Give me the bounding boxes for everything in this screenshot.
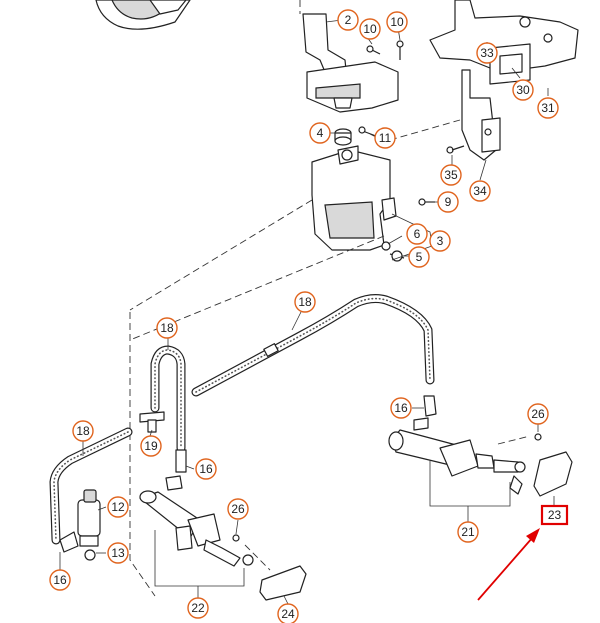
callout-19: 19 [140,435,162,457]
svg-text:26: 26 [231,502,245,516]
callout-21: 21 [457,521,479,543]
svg-text:26: 26 [531,407,545,421]
svg-text:10: 10 [390,15,404,29]
callout-18: 18 [156,317,178,339]
cover-cap-right [533,451,573,497]
callout-2: 2 [337,9,359,31]
svg-text:18: 18 [298,295,312,309]
svg-text:21: 21 [461,525,475,539]
cover-cap-left [259,565,307,601]
callout-18: 18 [72,420,94,442]
svg-text:35: 35 [444,168,458,182]
callout-31: 31 [537,97,559,119]
svg-text:12: 12 [111,500,125,514]
long-hose [191,294,435,397]
pointer-arrow-icon [477,528,540,601]
callout-4: 4 [309,122,331,144]
mounting-bracket [429,0,579,85]
callout-9: 9 [437,191,459,213]
svg-text:4: 4 [317,126,324,140]
svg-text:22: 22 [191,601,205,615]
callout-30: 30 [512,79,534,101]
left-hose [49,427,133,545]
washer-pump [59,489,101,561]
callout-33: 33 [476,42,498,64]
strap-bracket [461,69,501,161]
callout-26: 26 [227,498,249,520]
svg-text:16: 16 [394,401,408,415]
headlight-fragment [95,0,191,30]
svg-text:16: 16 [53,573,67,587]
callout-11: 11 [374,127,396,149]
callout-5: 5 [408,246,430,268]
svg-text:23: 23 [548,508,562,522]
svg-text:11: 11 [379,131,392,145]
svg-text:30: 30 [516,83,530,97]
hose-fitting-right [413,395,437,431]
svg-text:18: 18 [76,424,90,438]
svg-text:16: 16 [199,462,213,476]
callout-3: 3 [429,230,451,252]
svg-text:2: 2 [345,13,352,27]
callout-34: 34 [469,180,491,202]
svg-text:33: 33 [480,46,494,60]
callout-10: 10 [386,11,408,33]
callout-22: 22 [187,597,209,619]
svg-text:6: 6 [414,227,421,241]
t-connector [139,411,165,433]
grommet [334,128,352,146]
callout-18: 18 [294,291,316,313]
svg-text:13: 13 [111,546,125,560]
callout-12: 12 [107,496,129,518]
callout-16: 16 [49,569,71,591]
callout-35: 35 [440,164,462,186]
callout-13: 13 [107,542,129,564]
svg-text:19: 19 [144,439,158,453]
pump-housing [311,145,397,251]
callout-10: 10 [359,18,381,40]
highlighted-callout-23: 23 [540,504,569,526]
svg-text:3: 3 [437,234,444,248]
hose-holder-bracket [302,13,399,113]
callout-24: 24 [277,603,299,623]
washer-nozzle-right [388,429,542,495]
callout-16: 16 [195,458,217,480]
callout-26: 26 [527,403,549,425]
hose-fitting [165,449,187,491]
svg-text:9: 9 [445,195,452,209]
svg-text:31: 31 [541,101,555,115]
washer-nozzle-left [139,490,254,567]
hose-connector-mid [263,343,279,357]
svg-text:24: 24 [281,607,295,621]
screws-top [358,40,465,262]
u-hose [150,345,186,453]
callout-16: 16 [390,397,412,419]
svg-text:18: 18 [160,321,174,335]
callout-6: 6 [406,223,428,245]
svg-text:5: 5 [416,250,423,264]
svg-text:10: 10 [363,22,377,36]
svg-text:34: 34 [473,184,487,198]
